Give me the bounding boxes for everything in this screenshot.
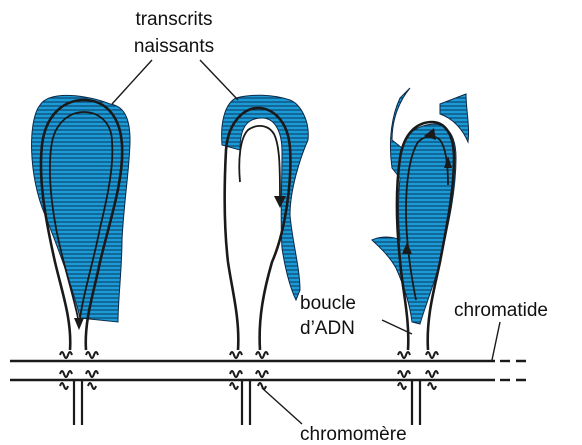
arrow-loop-1 (74, 318, 84, 330)
leader-transcripts-left (112, 60, 152, 104)
dna-loop-2-inner (239, 126, 280, 200)
chromomere-1 (60, 352, 98, 389)
label-chromatid: chromatide (454, 300, 548, 321)
label-dna-loop-line2: d’ADN (300, 318, 355, 339)
label-dna-loop-line1: boucle (300, 293, 356, 314)
label-transcripts-line1: transcrits (135, 9, 212, 30)
leader-chromatid (492, 322, 500, 360)
label-chromomere: chromomère (300, 424, 407, 445)
label-transcripts-line2: naissants (134, 36, 214, 57)
chromomere-3 (398, 352, 438, 389)
leader-transcripts-right (200, 60, 238, 100)
leader-chromomere (262, 388, 302, 424)
loop-stems (74, 380, 420, 425)
